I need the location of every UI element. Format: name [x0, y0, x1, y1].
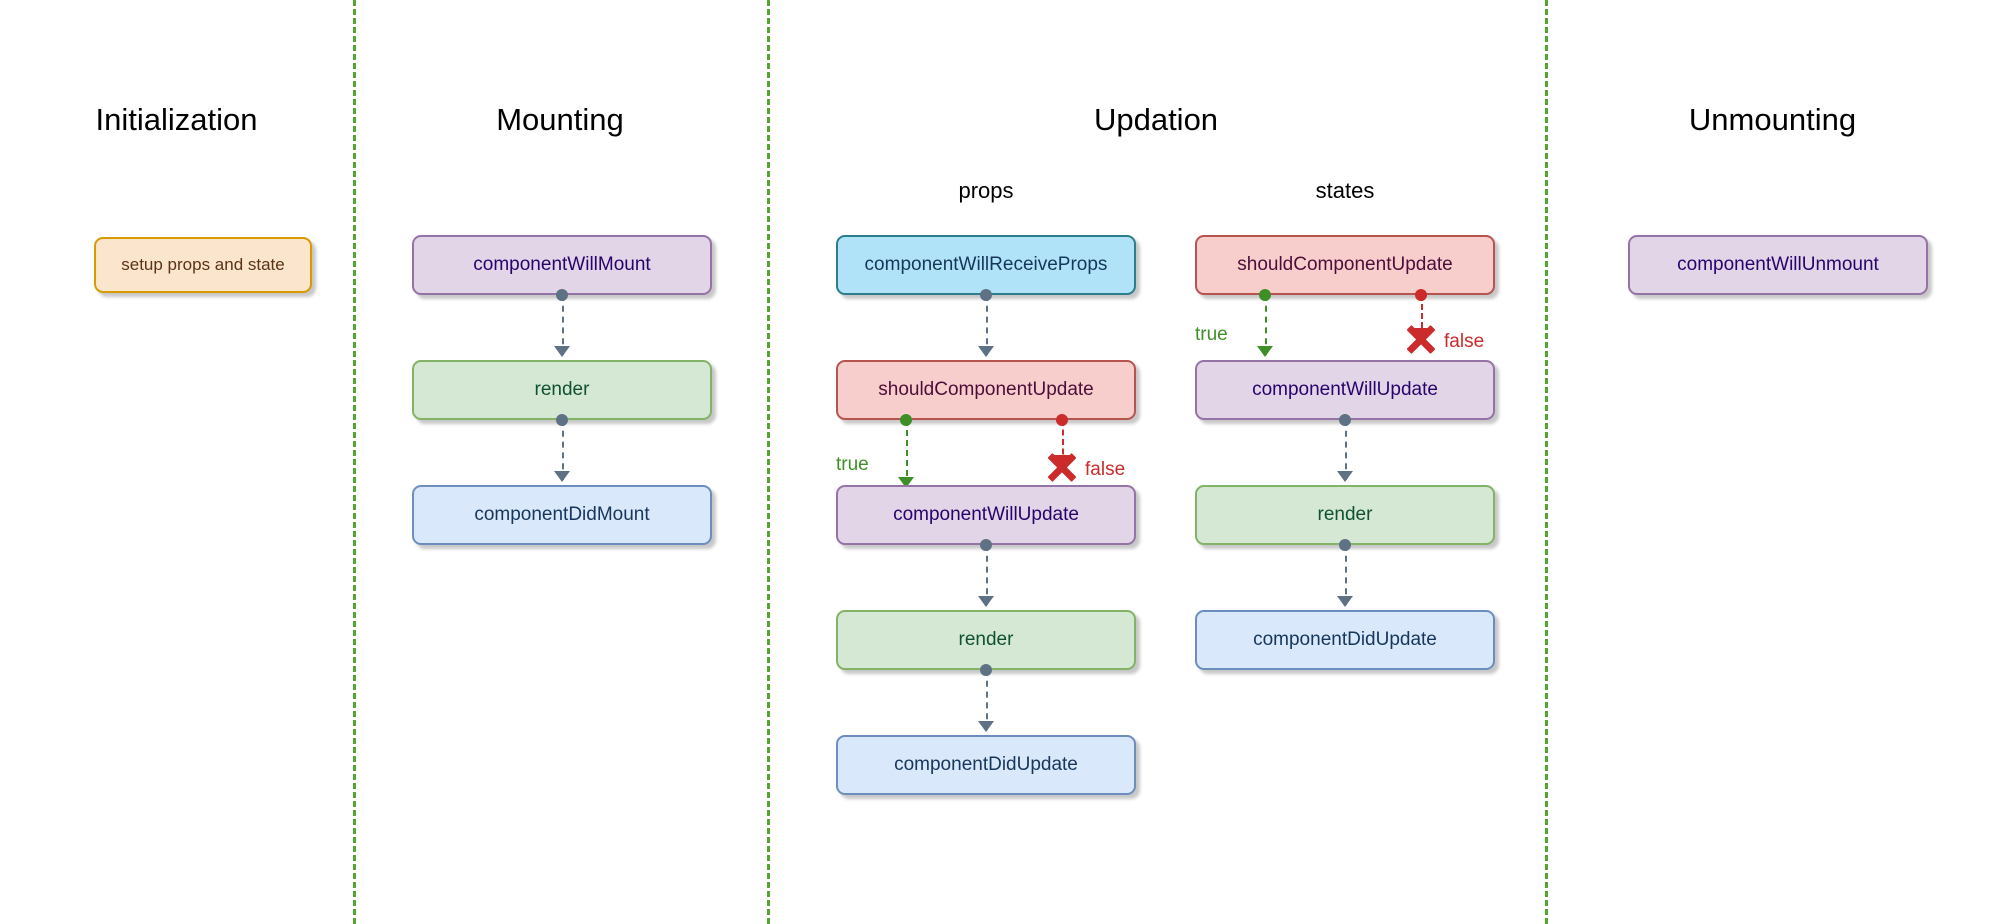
node-states-should-component-update[interactable]: shouldComponentUpdate: [1195, 235, 1495, 295]
node-mounting-render[interactable]: render: [412, 360, 712, 420]
section-title-updation: Updation: [1093, 102, 1219, 137]
node-setup-props-and-state[interactable]: setup props and state: [94, 237, 312, 293]
node-props-render[interactable]: render: [836, 610, 1136, 670]
subsection-title-states: states: [1315, 178, 1375, 203]
node-component-will-mount[interactable]: componentWillMount: [412, 235, 712, 295]
branch-label-states-false: false: [1444, 331, 1485, 352]
branch-label-props-false: false: [1085, 459, 1126, 480]
node-props-component-did-update[interactable]: componentDidUpdate: [836, 735, 1136, 795]
branch-label-states-true: true: [1195, 324, 1228, 345]
node-component-will-unmount[interactable]: componentWillUnmount: [1628, 235, 1928, 295]
subsection-title-props: props: [958, 178, 1014, 203]
node-props-component-will-update[interactable]: componentWillUpdate: [836, 485, 1136, 545]
section-divider-3: [1545, 0, 1548, 924]
section-divider-2: [767, 0, 770, 924]
blocked-x-icon-props: [1045, 450, 1079, 484]
node-states-component-will-update[interactable]: componentWillUpdate: [1195, 360, 1495, 420]
node-component-will-receive-props[interactable]: componentWillReceiveProps: [836, 235, 1136, 295]
node-component-did-mount[interactable]: componentDidMount: [412, 485, 712, 545]
node-states-component-did-update[interactable]: componentDidUpdate: [1195, 610, 1495, 670]
node-props-should-component-update[interactable]: shouldComponentUpdate: [836, 360, 1136, 420]
blocked-x-icon-states: [1404, 322, 1438, 356]
section-divider-1: [353, 0, 356, 924]
node-states-render[interactable]: render: [1195, 485, 1495, 545]
section-title-mounting: Mounting: [496, 102, 624, 137]
branch-label-props-true: true: [836, 454, 869, 475]
section-title-initialization: Initialization: [95, 102, 258, 137]
section-title-unmounting: Unmounting: [1688, 102, 1857, 137]
